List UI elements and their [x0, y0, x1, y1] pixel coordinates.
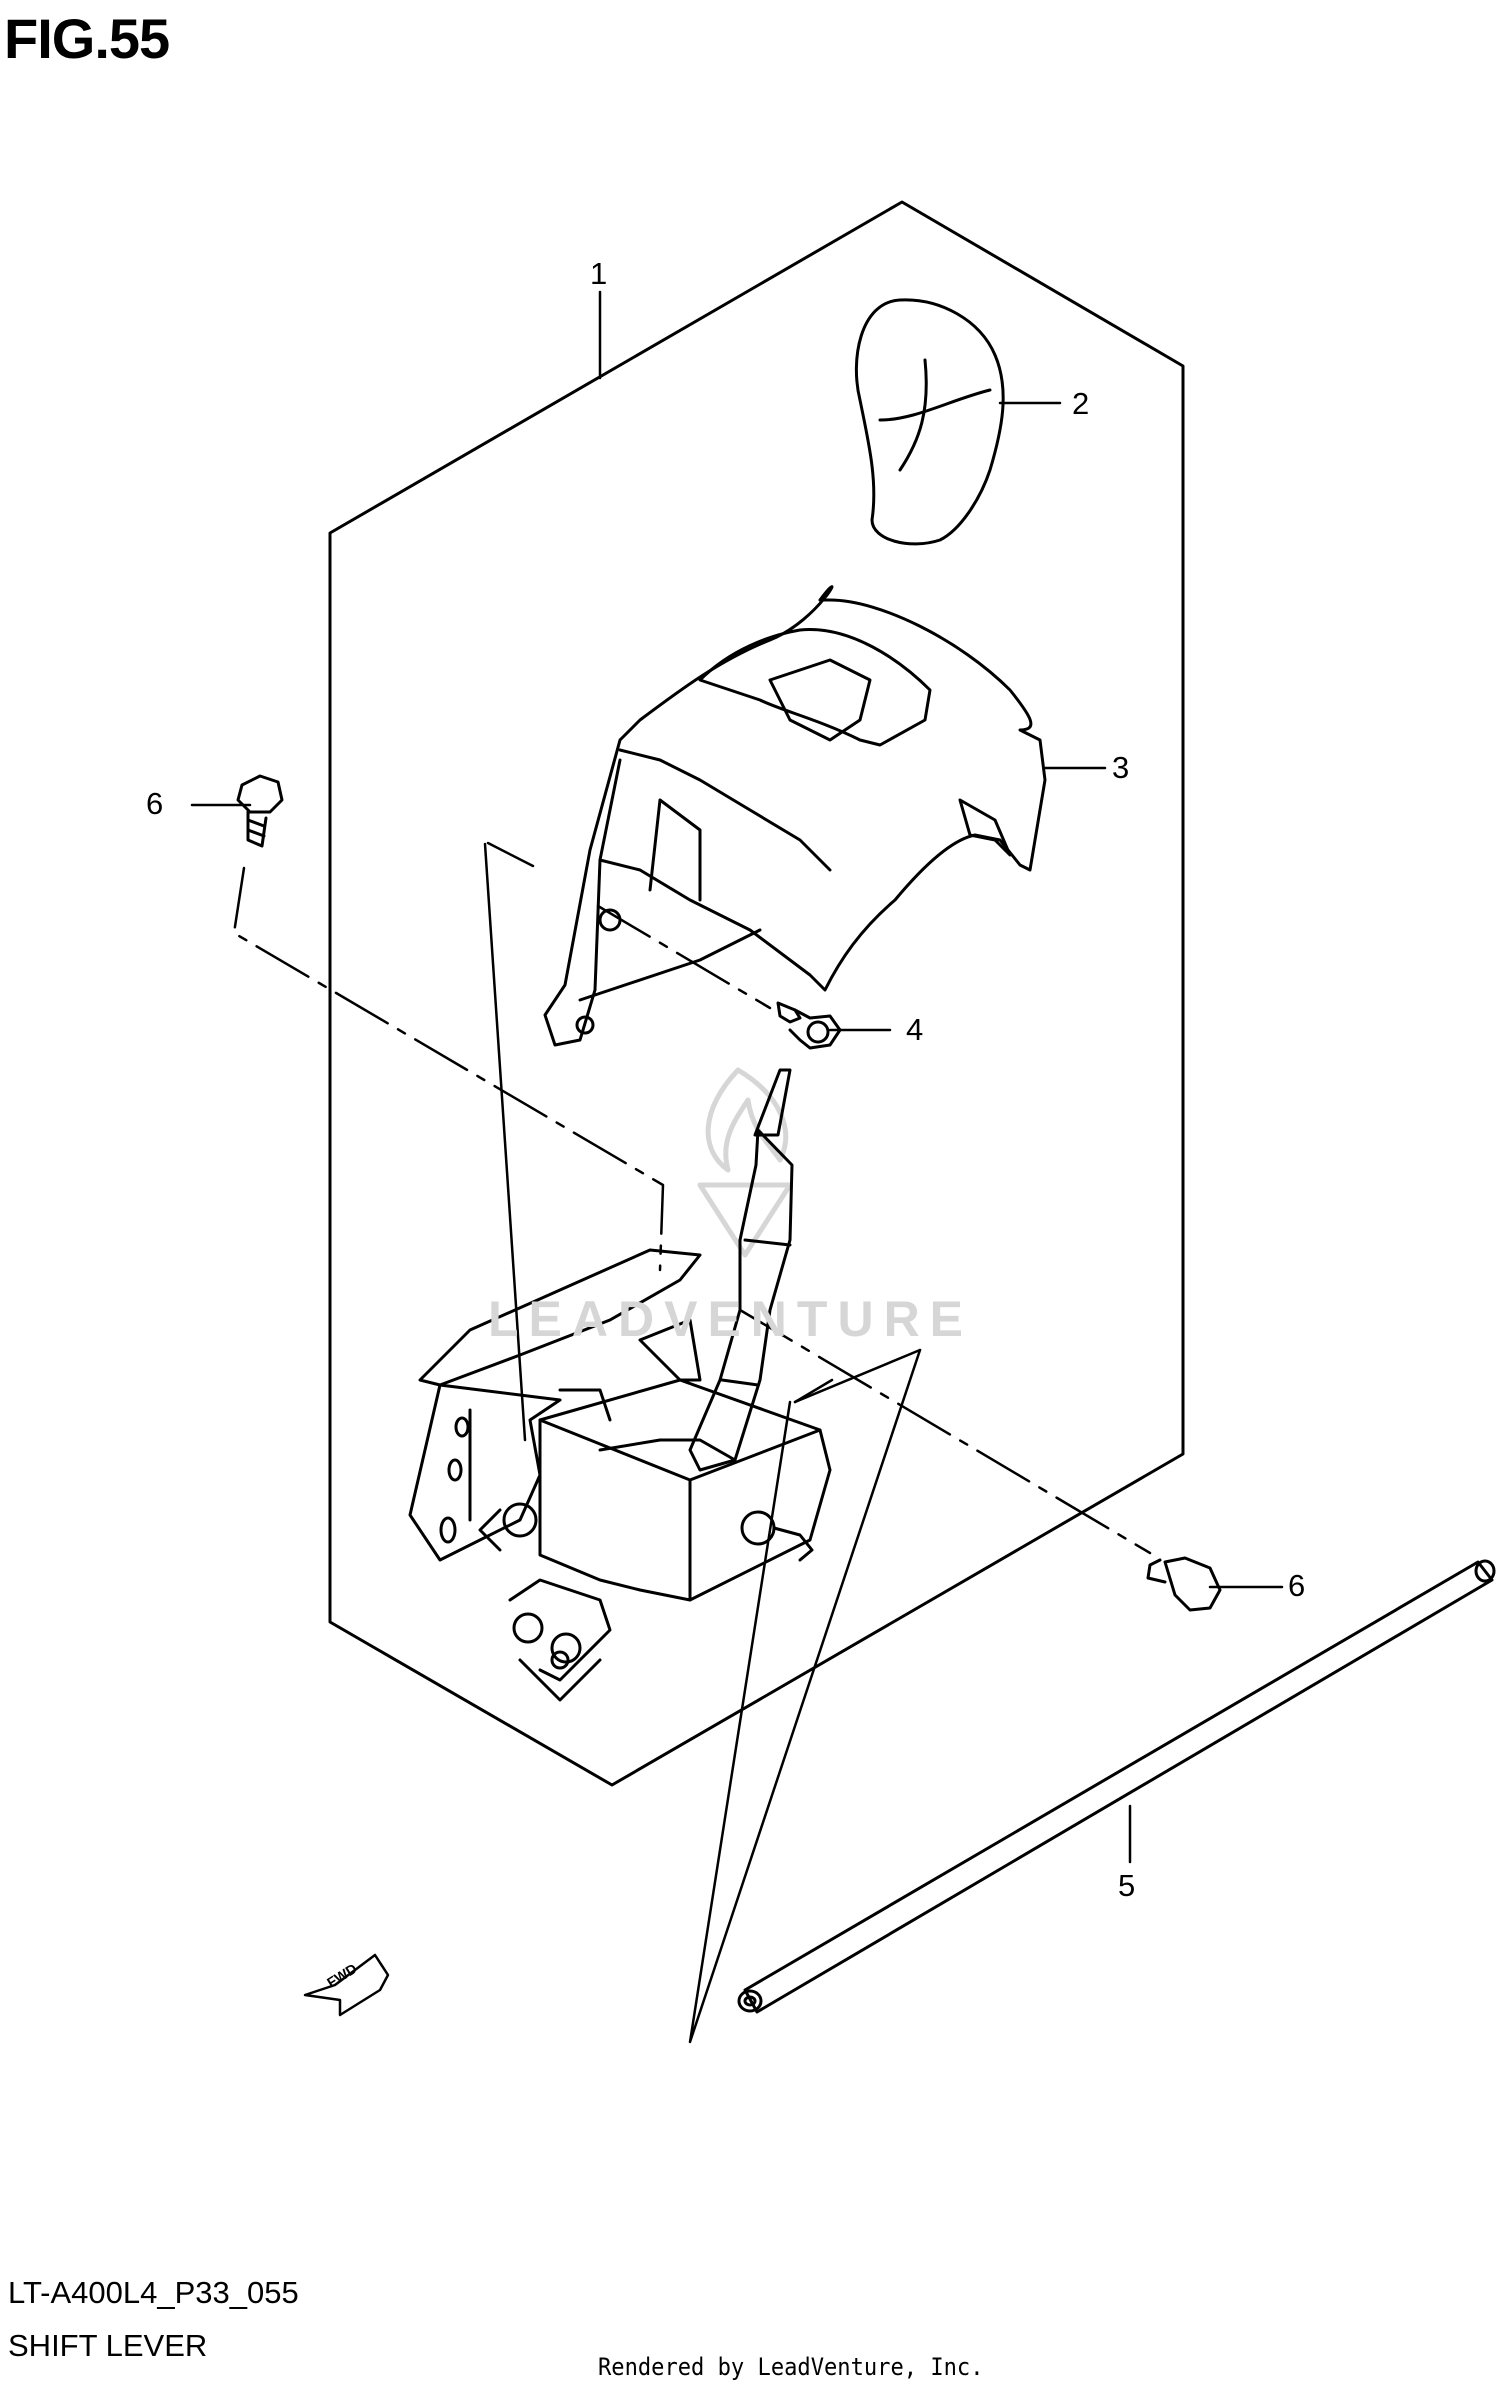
bolt-part-6-left: [236, 774, 284, 848]
figure-name-label: SHIFT LEVER: [8, 2328, 208, 2363]
model-code-label: LT-A400L4_P33_055: [8, 2275, 299, 2310]
fwd-arrow-icon: [303, 1953, 390, 2017]
projection-lines: [483, 842, 922, 2044]
callout-4: 4: [906, 1012, 924, 1047]
bolt-part-4: [776, 1001, 842, 1050]
callout-1: 1: [590, 256, 608, 291]
lever-base-assembly: [408, 1068, 832, 1702]
render-credit: Rendered by LeadVenture, Inc.: [598, 2353, 984, 2381]
rod-part-5: [737, 1559, 1496, 2014]
callout-5: 5: [1118, 1868, 1136, 1903]
callout-6-left: 6: [146, 786, 164, 821]
assembly-boundary: [328, 200, 1185, 1787]
callout-6-right: 6: [1288, 1568, 1306, 1603]
phantom-lines: [232, 841, 1152, 1555]
cover-part: [543, 585, 1047, 1047]
leader-lines: [190, 290, 1284, 1864]
callout-3: 3: [1112, 750, 1130, 785]
figure-title: FIG.55: [4, 7, 170, 70]
watermark-text: LEADVENTURE: [488, 1291, 974, 1347]
bolt-part-6-right: [1146, 1556, 1222, 1612]
knob-part: [854, 298, 1005, 546]
watermark-logo: [697, 1067, 793, 1258]
callout-2: 2: [1072, 386, 1090, 421]
